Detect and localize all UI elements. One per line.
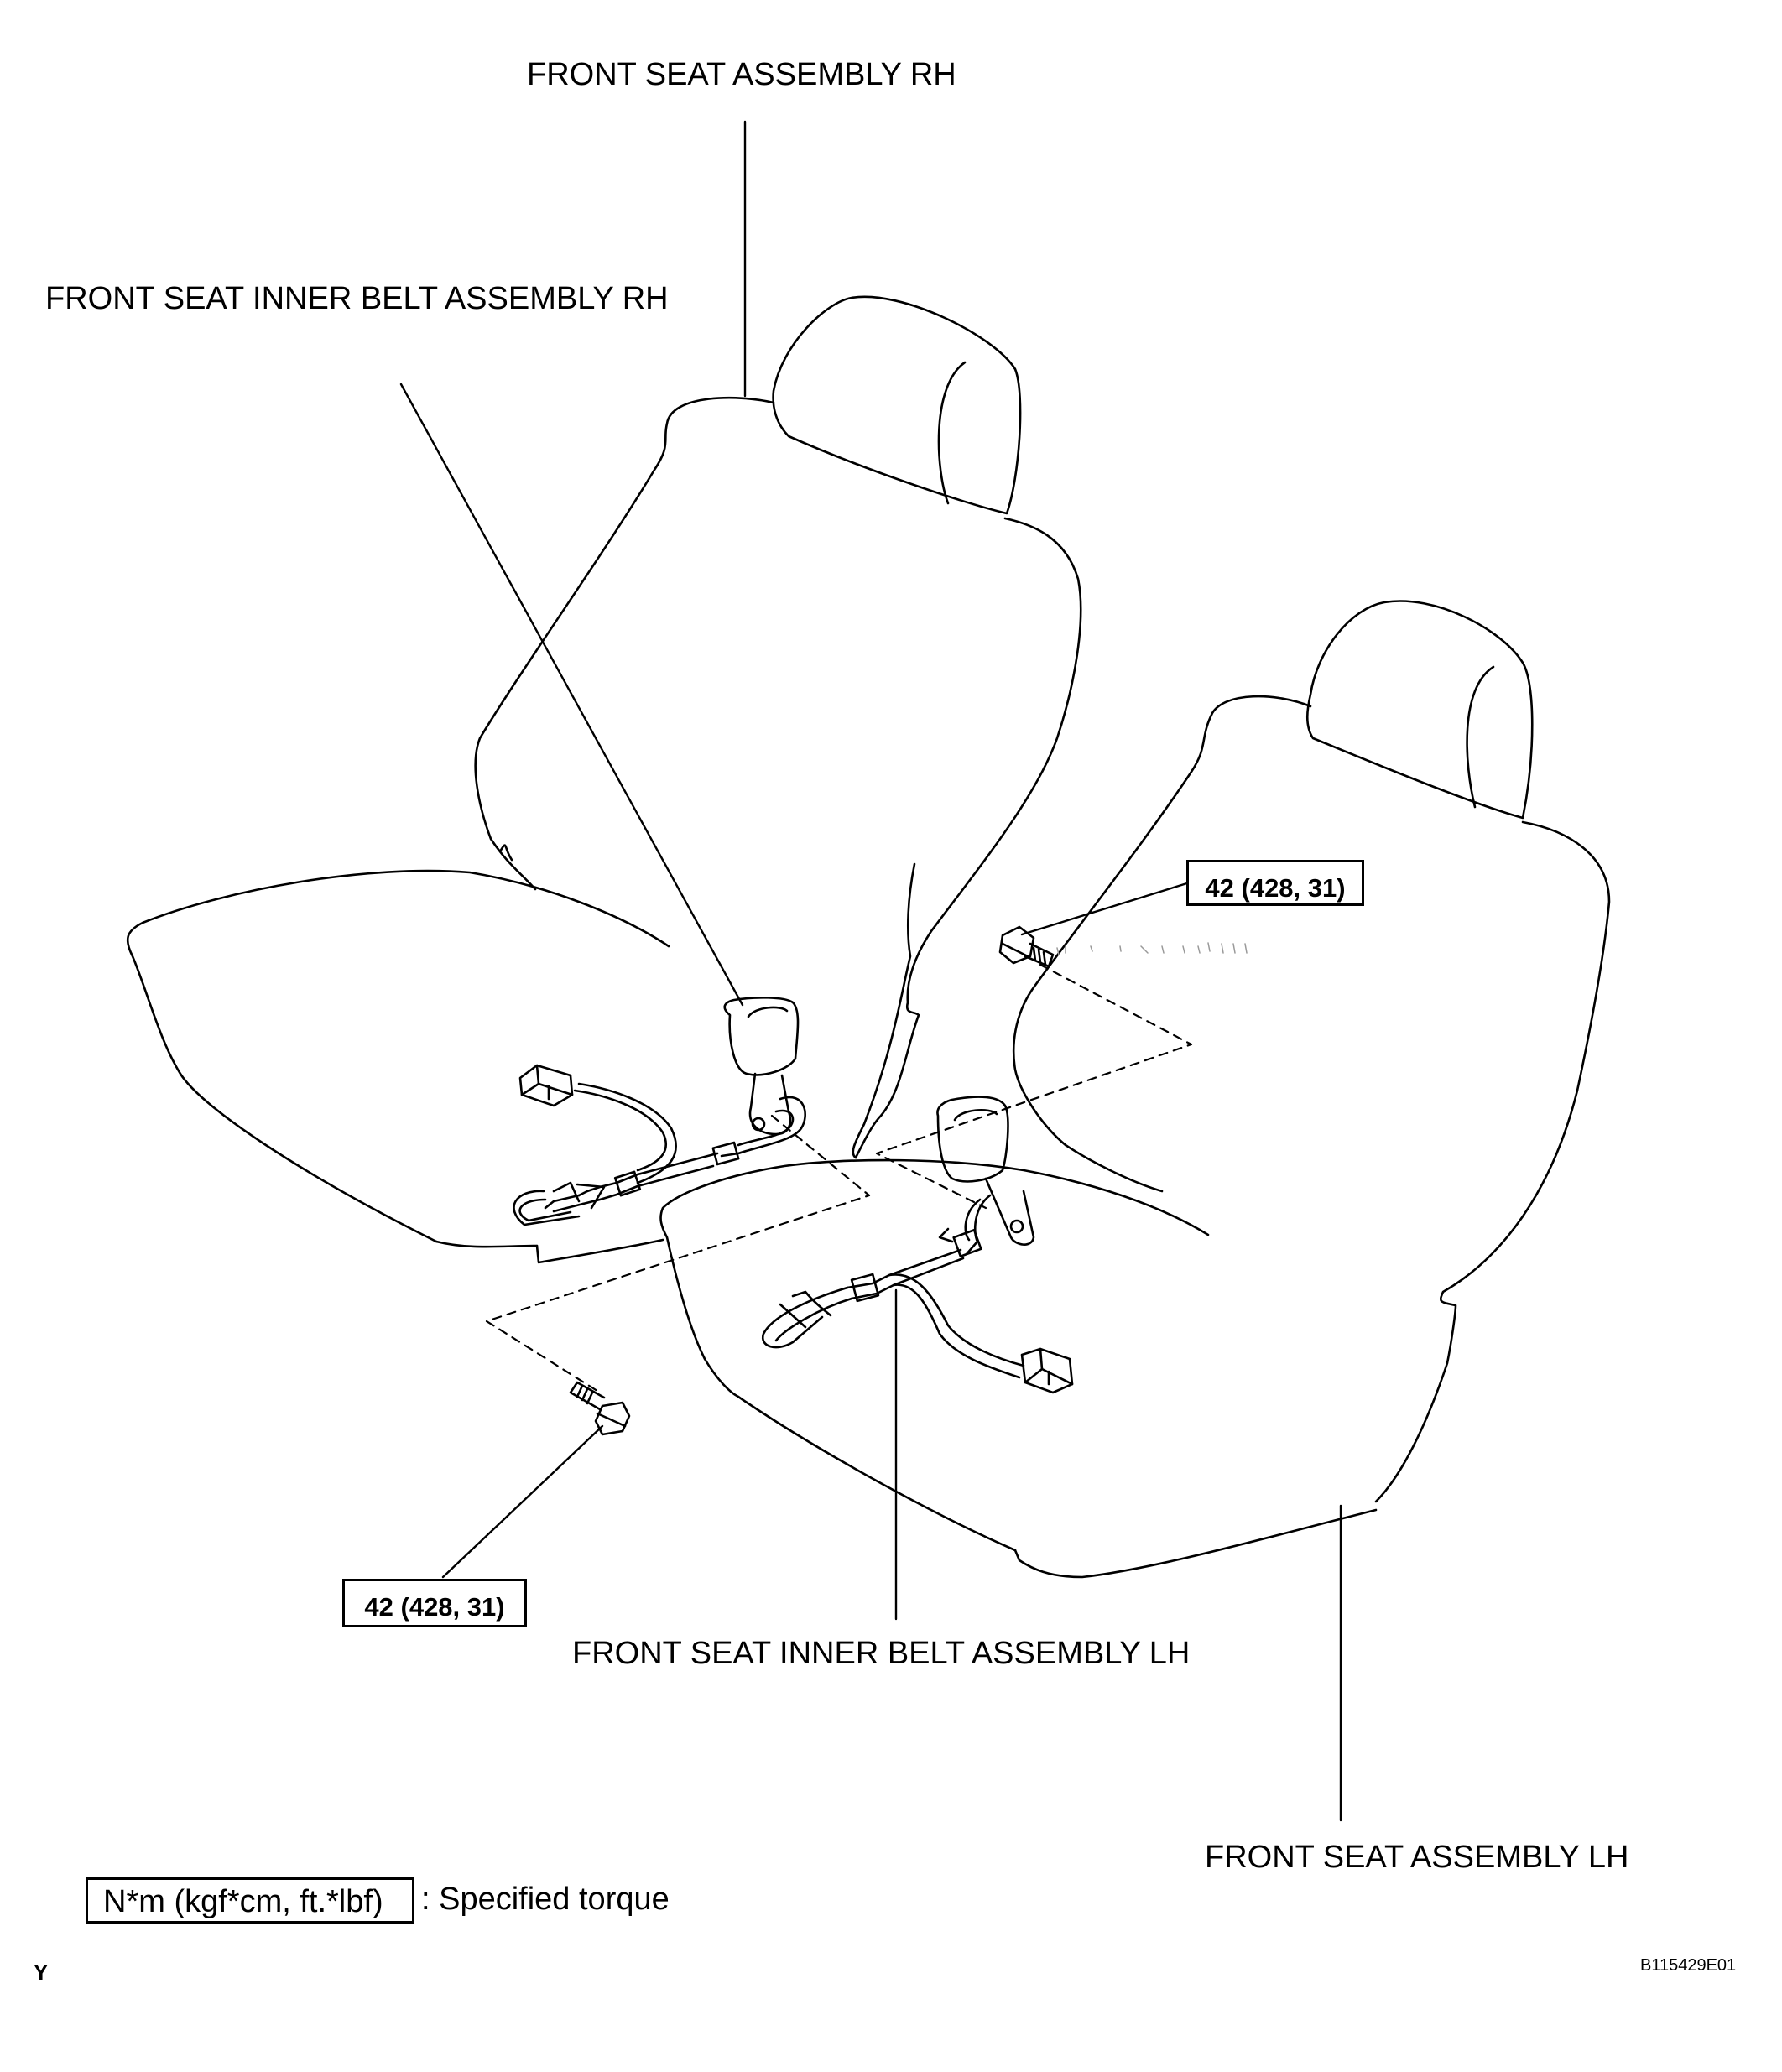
leader-belt-rh	[399, 383, 744, 1007]
backrest-rh	[474, 397, 775, 891]
leader-torque-lower	[441, 1424, 604, 1579]
front-seat-rh-drawing	[126, 295, 1082, 1264]
label-front-seat-assembly-lh: FRONT SEAT ASSEMBLY LH	[1205, 1840, 1629, 1875]
headrest-lh	[1305, 600, 1534, 820]
torque-value-upper: 42 (428, 31)	[1186, 860, 1364, 906]
legend-torque-unit-box: N*m (kgf*cm, ft.*lbf)	[86, 1877, 414, 1924]
dashed-guide-lines	[485, 963, 1193, 1394]
front-seat-lh-drawing	[659, 600, 1611, 1579]
leader-lines	[399, 120, 1342, 1822]
legend-description: : Specified torque	[421, 1882, 670, 1917]
label-front-seat-assembly-rh: FRONT SEAT ASSEMBLY RH	[527, 57, 956, 92]
faint-marks	[1056, 942, 1248, 955]
bolt-lower-drawing	[569, 1381, 631, 1436]
inner-belt-rh-drawing	[513, 997, 806, 1226]
torque-value-lower: 42 (428, 31)	[342, 1579, 527, 1627]
cushion-rh	[126, 869, 670, 1243]
headrest-rh	[772, 295, 1022, 515]
label-front-seat-inner-belt-assembly-rh: FRONT SEAT INNER BELT ASSEMBLY RH	[45, 281, 669, 316]
inner-belt-lh-drawing	[761, 1096, 1074, 1394]
corner-mark: Y	[34, 1960, 49, 1985]
label-front-seat-inner-belt-assembly-lh: FRONT SEAT INNER BELT ASSEMBLY LH	[572, 1636, 1191, 1671]
bolt-upper-drawing	[998, 925, 1055, 968]
leader-torque-upper	[1020, 881, 1191, 936]
figure-id: B115429E01	[1640, 1956, 1737, 1975]
backrest-lh	[1012, 695, 1312, 1193]
cushion-lh	[659, 1158, 1210, 1398]
